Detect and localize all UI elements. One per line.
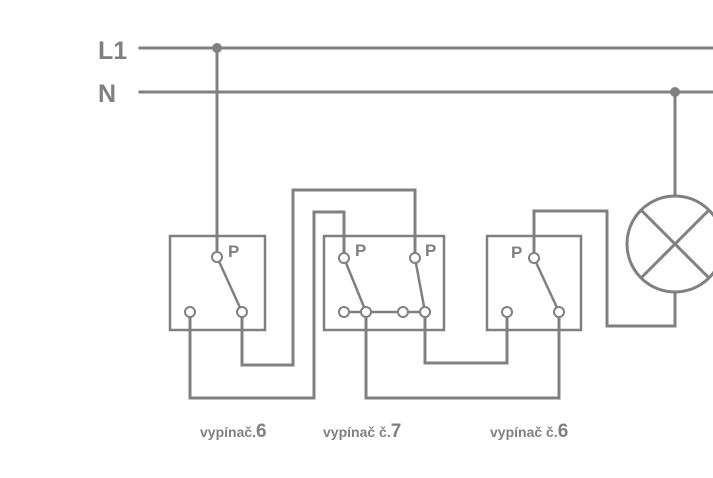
switch-right: P <box>485 234 583 332</box>
lamp-symbol <box>625 194 713 294</box>
switch-left-box <box>168 234 267 332</box>
switch-middle-caption: vypínač č.7 <box>323 421 401 442</box>
traveler-wire-a <box>240 188 417 367</box>
switch-middle-terminal-3 <box>397 306 409 318</box>
switch-left: P <box>168 234 267 332</box>
switch-middle-pole-label-right: P <box>425 241 436 260</box>
switch-middle-pole-terminal-right <box>409 252 421 264</box>
traveler-wire-d <box>364 310 561 400</box>
switch-middle: P P <box>322 234 446 332</box>
traveler-wire-b <box>188 210 346 400</box>
switch-middle-contact-right <box>413 257 427 313</box>
switch-right-box <box>485 234 583 332</box>
switch-right-pole-terminal <box>528 252 540 264</box>
switch-right-contact <box>532 257 561 313</box>
switch-middle-box <box>322 234 446 332</box>
switch-right-terminal-2 <box>553 306 565 318</box>
switch-right-caption: vypínač č.6 <box>490 421 568 442</box>
phase-line-label: L1 <box>98 37 127 65</box>
switch-middle-contact-left <box>342 257 368 313</box>
lamp-feed-wire <box>532 209 677 328</box>
switch-left-caption: vypínač.6 <box>200 421 267 442</box>
traveler-wire-c <box>423 310 509 365</box>
switch-middle-terminal-1 <box>338 306 350 318</box>
switch-left-pole-terminal <box>211 251 223 263</box>
neutral-line-label: N <box>98 80 116 108</box>
switch-right-terminal-1 <box>501 306 513 318</box>
switch-middle-terminal-2 <box>360 306 372 318</box>
switch-left-contact <box>215 256 244 313</box>
switch-middle-pole-terminal-left <box>338 252 350 264</box>
switch-left-pole-label: P <box>228 242 239 261</box>
switch-middle-terminal-4 <box>419 306 431 318</box>
switch-left-terminal-2 <box>236 306 248 318</box>
switch-right-pole-label: P <box>511 243 522 262</box>
switch-middle-pole-label-left: P <box>355 241 366 260</box>
switch-left-terminal-1 <box>184 306 196 318</box>
